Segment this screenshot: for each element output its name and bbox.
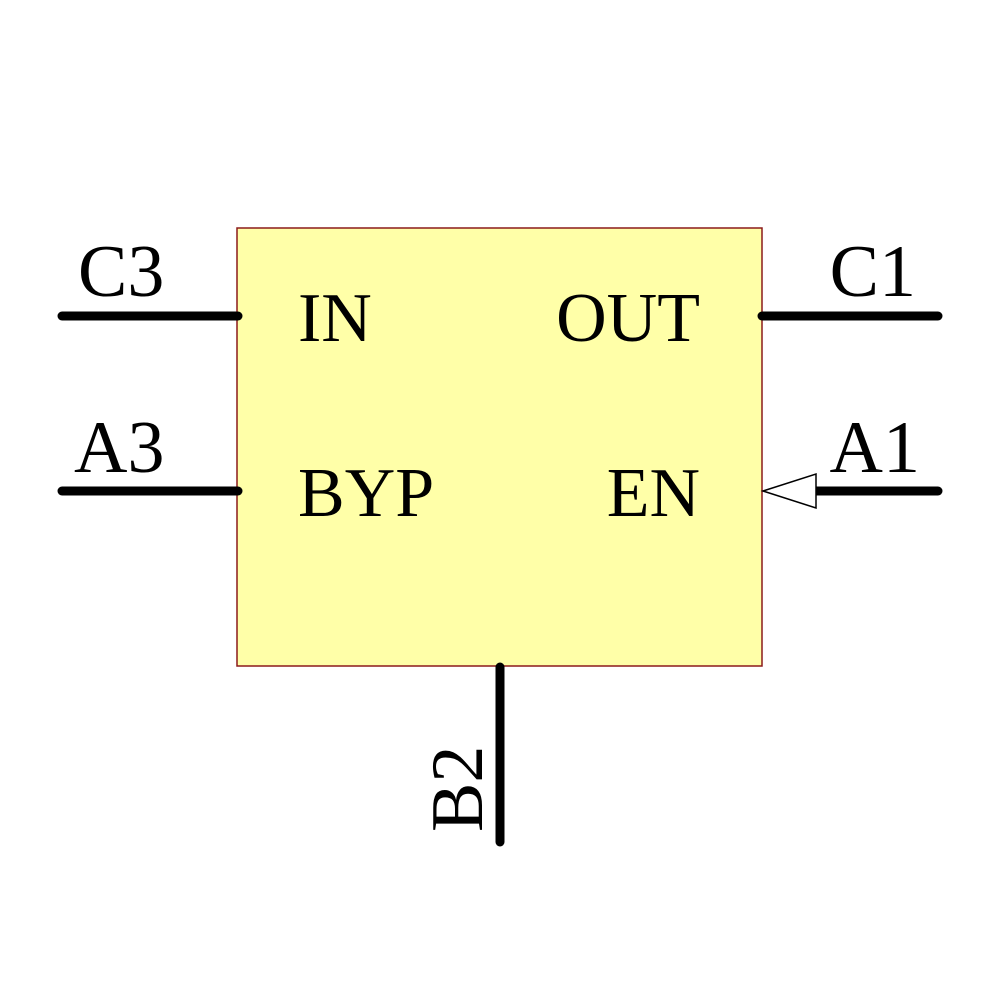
pin-a3-number: A3 (74, 407, 164, 489)
pin-byp-name: BYP (298, 455, 434, 532)
component-body (236, 227, 763, 667)
input-arrow-icon (760, 472, 817, 510)
pin-en-name: EN (607, 455, 700, 532)
pin-c1-number: C1 (830, 231, 916, 313)
pin-in-name: IN (298, 280, 372, 357)
pin-a1-number: A1 (830, 407, 920, 489)
pin-b2-number: B2 (417, 746, 499, 832)
pin-out-name: OUT (556, 280, 700, 357)
pin-c3-number: C3 (78, 231, 164, 313)
